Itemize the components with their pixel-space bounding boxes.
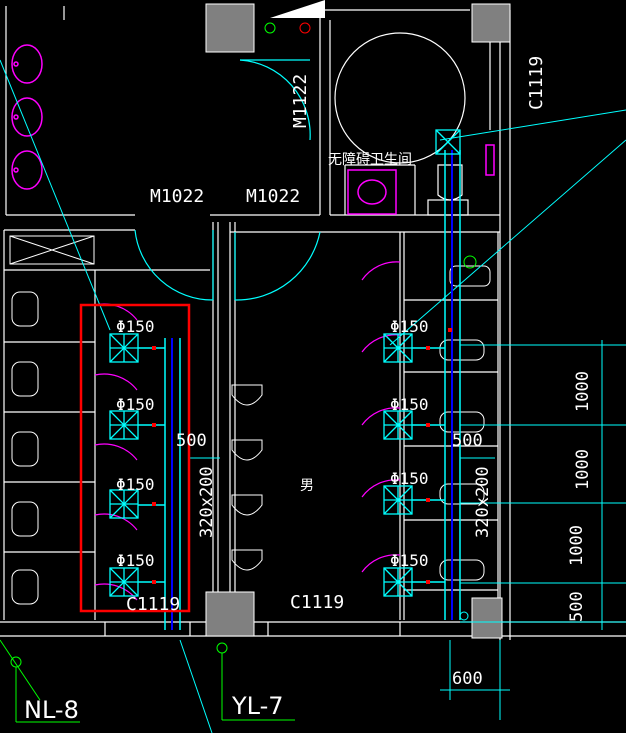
urinal xyxy=(231,494,263,516)
urinal xyxy=(231,439,263,461)
accessible-room xyxy=(264,0,495,215)
urinal xyxy=(231,549,263,571)
dimension-500-right: 500 xyxy=(452,431,483,451)
riser-yl-7-icon xyxy=(216,642,228,654)
dimension-1000-a: 1000 xyxy=(573,371,593,412)
urinal xyxy=(231,384,263,406)
accessible-toilet xyxy=(437,164,463,201)
window-label-top-right: C1119 xyxy=(526,56,547,110)
riser-symbols xyxy=(0,255,477,723)
exhaust-fan-icon xyxy=(109,333,139,363)
column-top-right xyxy=(471,3,511,43)
tag-yl-7: YL-7 xyxy=(231,692,284,720)
dimension-500-vertical: 500 xyxy=(567,591,587,622)
exhaust-fans-left xyxy=(109,333,139,597)
pipe-label-right: Φ150 xyxy=(390,469,429,488)
urinals xyxy=(231,384,263,571)
exhaust-fan-icon xyxy=(383,485,413,515)
toilet xyxy=(439,411,485,433)
column-top-left xyxy=(205,3,255,53)
exhaust-fan-icon xyxy=(109,489,139,519)
toilet xyxy=(11,501,39,537)
toilet xyxy=(11,291,39,327)
pipe-label: Φ150 xyxy=(116,475,155,494)
pipe-label: Φ150 xyxy=(116,551,155,570)
pipe-label-right: Φ150 xyxy=(390,395,429,414)
exhaust-fans-right xyxy=(383,129,461,597)
mop-sink xyxy=(449,265,491,287)
column-bottom-right xyxy=(471,597,503,639)
tag-nl-8: NL-8 xyxy=(24,696,79,724)
leader-lines xyxy=(0,59,626,733)
turning-circle xyxy=(334,32,466,164)
room-label-male: 男 xyxy=(300,478,314,494)
basin xyxy=(11,97,43,137)
highlight-box xyxy=(79,303,191,613)
window-label-bottom-mid: C1119 xyxy=(290,592,344,613)
exhaust-fan-icon xyxy=(383,333,413,363)
door-label-top: M1122 xyxy=(290,74,311,128)
dimension-320x200-left: 320x200 xyxy=(197,466,217,538)
pipe-runs xyxy=(138,150,461,630)
exhaust-fan-icon xyxy=(109,410,139,440)
pipe-label: Φ150 xyxy=(116,317,155,336)
door-label-right: M1022 xyxy=(246,186,300,207)
toilet xyxy=(11,569,39,605)
basin xyxy=(11,44,43,84)
left-toilets xyxy=(11,291,39,605)
shaft-box xyxy=(9,235,95,265)
toilet xyxy=(439,483,485,505)
right-toilets xyxy=(439,265,491,581)
red-markers xyxy=(152,328,452,584)
dimension-500-left: 500 xyxy=(176,431,207,451)
wash-basins xyxy=(11,44,43,190)
pipe-label-right: Φ150 xyxy=(390,551,429,570)
columns xyxy=(205,3,511,639)
toilet xyxy=(11,361,39,397)
toilet xyxy=(11,431,39,467)
dimension-1000-b: 1000 xyxy=(573,449,593,490)
door-swings xyxy=(134,59,321,301)
column-bottom-center xyxy=(205,591,255,637)
exhaust-fan-icon xyxy=(109,567,139,597)
riser-top-icon xyxy=(459,611,469,621)
door-label-left: M1022 xyxy=(150,186,204,207)
accessible-sink xyxy=(347,169,397,215)
dimension-600: 600 xyxy=(452,669,483,689)
stall-doors xyxy=(94,261,401,601)
window-label-bottom-left: C1119 xyxy=(126,594,180,615)
dimension-lines xyxy=(190,340,626,720)
exhaust-fan-icon xyxy=(435,129,461,155)
exhaust-fan-icon xyxy=(383,567,413,597)
toilet xyxy=(439,339,485,361)
exhaust-fan-icon xyxy=(383,410,413,440)
dimension-1000-c: 1000 xyxy=(567,525,587,566)
dimension-320x200-right: 320x200 xyxy=(473,466,493,538)
accessible-restroom-label: 无障碍卫生间 xyxy=(328,152,412,168)
toilet xyxy=(439,559,485,581)
pipe-label-right: Φ150 xyxy=(390,317,429,336)
basin xyxy=(11,150,43,190)
pipe-label: Φ150 xyxy=(116,395,155,414)
walls xyxy=(0,6,626,640)
